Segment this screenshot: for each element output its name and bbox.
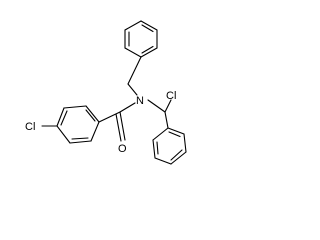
chcl-to-phenyl-bond (164, 111, 169, 129)
carbonyl-to-ring-bond (98, 111, 121, 123)
nitrogen-atom-label: N (136, 95, 144, 107)
chlorophenyl-ring (56, 105, 100, 144)
carbonyl-double-bond (115, 111, 126, 142)
structural-formula: N Cl O Cl (25, 20, 187, 165)
phenyl-ring-bottom (152, 127, 187, 165)
chlorine-atom-label-right: Cl (166, 90, 176, 102)
benzyl-phenyl-ring (124, 20, 158, 58)
chlorine-atom-label-left: Cl (25, 121, 35, 133)
oxygen-atom-label: O (118, 143, 127, 155)
n-to-chcl-bond (147, 99, 166, 113)
c-to-cl-bond-right (164, 99, 172, 113)
n-to-carbonyl-bond (119, 102, 136, 113)
benzyl-ch2-bonds (127, 56, 142, 96)
